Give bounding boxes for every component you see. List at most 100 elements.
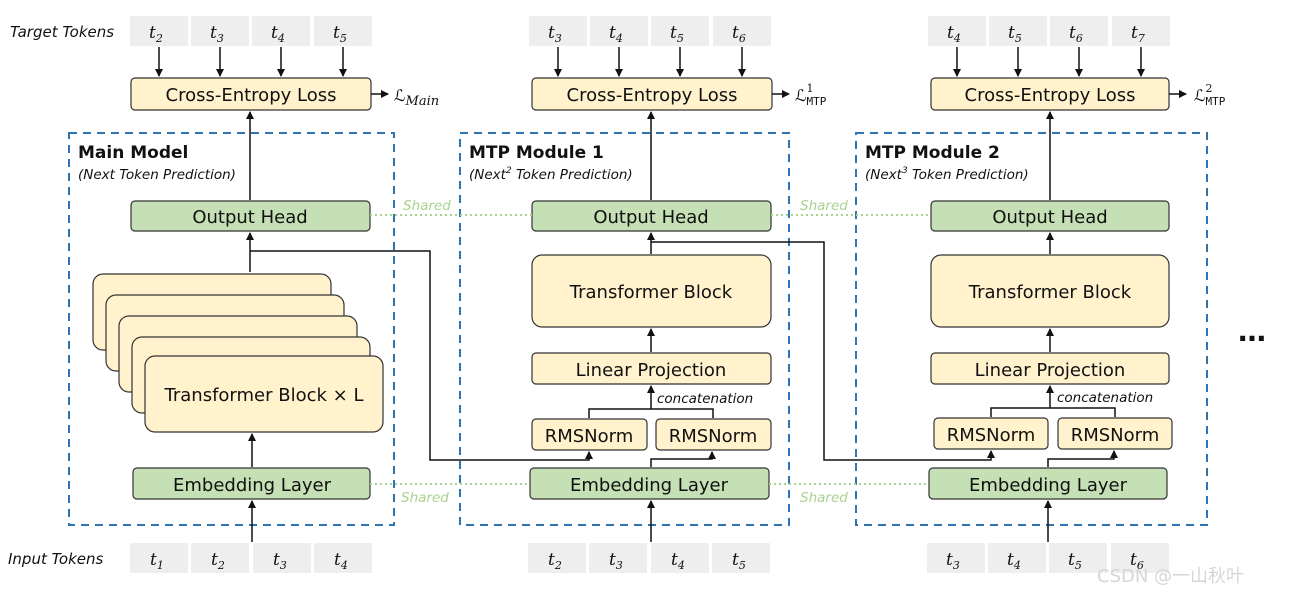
mtp1-input-tokens: t2 t3 t4 t5 <box>528 543 770 573</box>
main-internal-arrows <box>246 232 256 542</box>
token-text: t2 <box>548 550 562 572</box>
mtp1-output-head-label: Output Head <box>593 207 708 228</box>
mtp1-concatenation-label: concatenation <box>657 391 753 407</box>
input-tokens-label: Input Tokens <box>8 550 104 568</box>
mtp1-transformer-label: Transformer Block <box>569 282 733 303</box>
token-text: t3 <box>548 23 562 45</box>
mtp2-rmsnorm-left-box <box>933 417 1049 450</box>
token-cell <box>590 16 648 46</box>
mtp2-linear-projection-label: Linear Projection <box>975 360 1126 381</box>
mtp1-rmsnorm-left-box <box>531 418 648 451</box>
token-text: t7 <box>1131 23 1145 45</box>
token-text: t4 <box>671 550 685 572</box>
token-text: t5 <box>732 550 746 572</box>
token-cell <box>314 16 372 46</box>
token-text: t3 <box>609 550 623 572</box>
token-text: t3 <box>946 550 960 572</box>
mtp2-concatenation-label: concatenation <box>1057 390 1153 406</box>
mtp-module-1-border <box>459 132 790 526</box>
main-target-tokens: t2 t3 t4 t5 <box>130 16 372 46</box>
token-text: t6 <box>732 23 746 45</box>
mtp1-rmsnorm-right-box <box>655 418 772 451</box>
token-cell <box>1049 543 1107 573</box>
head-to-loss-arrows <box>246 111 1054 200</box>
token-text: t5 <box>1068 550 1082 572</box>
main-model-title: Main Model <box>78 143 188 163</box>
mtp1-rmsnorm-right-label: RMSNorm <box>669 426 758 447</box>
main-transformer-stack: Transformer Block × L <box>92 273 384 433</box>
mtp2-embedding-label: Embedding Layer <box>969 475 1128 496</box>
token-text: t6 <box>1069 23 1083 45</box>
mtp-module-2-border <box>855 132 1208 526</box>
mtp-module-1-title: MTP Module 1 <box>469 143 604 163</box>
token-text: t4 <box>1007 550 1021 572</box>
main-embedding-label: Embedding Layer <box>173 475 332 496</box>
shared-label-head-1: Shared <box>403 198 451 214</box>
token-cell <box>927 543 985 573</box>
token-text: t4 <box>947 23 961 45</box>
token-cell <box>989 16 1047 46</box>
mtp1-embedding-label: Embedding Layer <box>570 475 729 496</box>
shared-label-head-2: Shared <box>800 198 848 214</box>
token-text: t4 <box>609 23 623 45</box>
main-loss-label: Cross-Entropy Loss <box>166 85 337 106</box>
mtp-module-2-subtitle: (Next3 Token Prediction) <box>865 166 1029 183</box>
token-text: t2 <box>149 23 163 45</box>
token-cell <box>253 543 311 573</box>
token-text: t5 <box>1008 23 1022 45</box>
mtp2-target-tokens: t4 t5 t6 t7 <box>928 16 1170 46</box>
token-cell <box>988 543 1046 573</box>
mtp-module-2-title: MTP Module 2 <box>865 143 1000 163</box>
token-cell <box>191 16 249 46</box>
token-cell <box>1112 16 1170 46</box>
token-text: t5 <box>333 23 347 45</box>
token-cell <box>589 543 647 573</box>
token-cell <box>191 543 249 573</box>
mtp-module-1-subtitle: (Next2 Token Prediction) <box>469 166 633 183</box>
mtp2-transformer-box <box>930 254 1170 328</box>
token-text: t3 <box>210 23 224 45</box>
target-arrows <box>155 47 1145 77</box>
token-cell <box>1111 543 1169 573</box>
mtp2-rmsnorm-right-label: RMSNorm <box>1071 425 1160 446</box>
main-model-border <box>68 132 395 526</box>
mtp2-linear-projection-box <box>930 352 1170 385</box>
main-transformer-label: Transformer Block × L <box>164 385 364 406</box>
mtp1-linear-projection-label: Linear Projection <box>576 360 727 381</box>
mtp2-output-head-label: Output Head <box>992 207 1107 228</box>
target-tokens-label: Target Tokens <box>10 23 114 41</box>
token-cell <box>529 16 587 46</box>
token-text: t5 <box>670 23 684 45</box>
mtp1-linear-projection-box <box>531 352 772 385</box>
mtp1-transformer-box <box>531 254 772 328</box>
token-text: t1 <box>150 550 164 572</box>
shared-label-embed-1: Shared <box>401 490 449 506</box>
mtp2-transformer-label: Transformer Block <box>968 282 1132 303</box>
token-text: t4 <box>334 550 348 572</box>
mtp1-target-tokens: t3 t4 t5 t6 <box>529 16 771 46</box>
mtp1-rmsnorm-left-label: RMSNorm <box>545 426 634 447</box>
token-text: t6 <box>1130 550 1144 572</box>
cross-module-arrows <box>250 241 995 461</box>
token-cell <box>130 543 188 573</box>
token-cell <box>252 16 310 46</box>
mtp2-embedding-box <box>928 467 1168 500</box>
mtp2-rmsnorm-left-label: RMSNorm <box>947 425 1036 446</box>
shared-label-embed-2: Shared <box>800 490 848 506</box>
token-cell <box>928 16 986 46</box>
token-cell <box>651 543 709 573</box>
main-transformer-box <box>144 355 384 433</box>
main-output-head-label: Output Head <box>192 207 307 228</box>
token-text: t3 <box>273 550 287 572</box>
mtp2-loss-label: Cross-Entropy Loss <box>965 85 1136 106</box>
token-cell <box>712 543 770 573</box>
mtp1-loss-label: Cross-Entropy Loss <box>567 85 738 106</box>
token-cell <box>314 543 372 573</box>
main-input-tokens: t1 t2 t3 t4 <box>130 543 372 573</box>
mtp1-internal-arrows <box>588 232 716 542</box>
mtp2-input-tokens: t3 t4 t5 t6 <box>927 543 1169 573</box>
token-text: t4 <box>271 23 285 45</box>
